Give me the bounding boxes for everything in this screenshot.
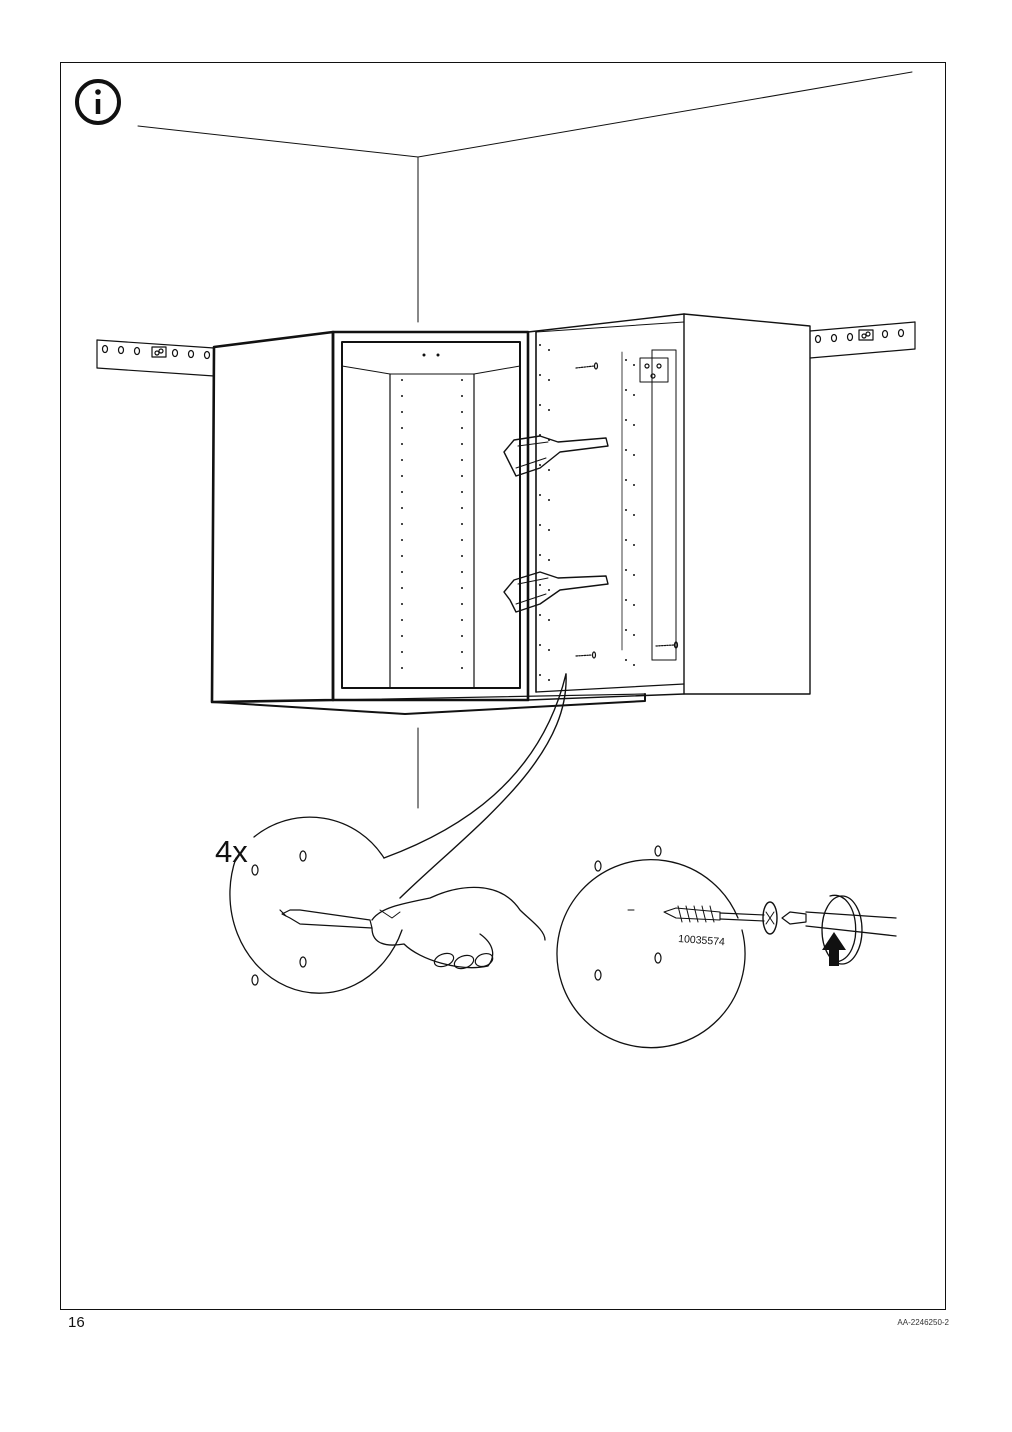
screw	[663, 901, 778, 935]
page-number: 16	[68, 1314, 85, 1331]
clamp-upper	[503, 435, 609, 477]
quantity-label: 4x	[215, 834, 248, 869]
suspension-rail-right	[809, 321, 916, 359]
info-icon	[75, 79, 121, 125]
document-code: AA-2246250-2	[897, 1318, 949, 1327]
corner-wall-cabinet	[210, 313, 811, 715]
screwdriver	[781, 894, 897, 965]
screw-part-number: 10035574	[678, 933, 726, 948]
suspension-rail-left	[96, 339, 215, 377]
detail-callout-arrow	[383, 673, 567, 899]
instruction-frame	[60, 62, 946, 1310]
detail-circle-left	[229, 816, 546, 994]
room-corner	[137, 71, 913, 809]
detail-circle-right	[556, 845, 897, 1049]
clockwise-rotation-arrow	[822, 932, 846, 966]
clamp-lower	[503, 571, 609, 613]
